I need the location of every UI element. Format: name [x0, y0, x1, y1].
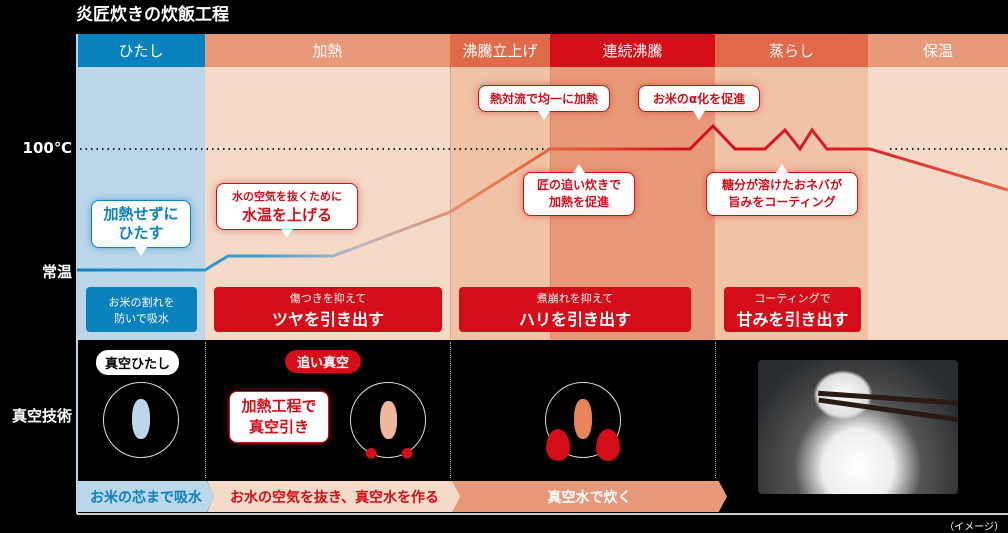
col-keep-warm: [868, 67, 1008, 340]
cooked-rice-photo: [758, 360, 958, 494]
effect-small: お米の割れを: [108, 295, 175, 309]
effect-large: 防いで吸水: [114, 311, 169, 325]
label-100c: 100℃: [22, 139, 72, 157]
image-note: （イメージ）: [944, 522, 1004, 533]
rice-grain-icon: [132, 399, 150, 439]
band-degas: お水の空気を抜き、真空水を作る: [207, 481, 462, 512]
bubble-soak: 加熱せずに ひたす: [91, 200, 191, 256]
effect-small: コーティングで: [754, 291, 831, 305]
bottom-rule: [77, 513, 1008, 515]
bubble-alpha: お米のα化を促進: [638, 85, 760, 120]
rice-grain-icon: [380, 401, 397, 439]
divider: [715, 342, 716, 478]
divider: [450, 342, 451, 478]
divider: [205, 342, 206, 478]
effect-small: 煮崩れを抑えて: [536, 291, 614, 305]
temperature-curve: [77, 123, 1008, 272]
effect-box-sweetness: コーティングで甘みを引き出す: [724, 287, 861, 332]
tag-chase-vacuum: 追い真空: [285, 350, 362, 373]
effect-large: ハリを引き出す: [518, 309, 631, 329]
chase-vacuum-icon: ●●: [350, 382, 426, 461]
vacuum-cook-icon: [545, 382, 621, 461]
rice-grain-icon: [574, 399, 592, 439]
effect-large: 甘みを引き出す: [736, 309, 849, 329]
axis-line: [76, 34, 78, 514]
phase-keep-warm: 保温: [868, 34, 1008, 67]
bubble-oidaki: 匠の追い炊きで 加熱を促進: [523, 164, 635, 216]
effect-box-gloss: 傷つきを抑えてツヤを引き出す: [214, 287, 442, 332]
page-title: 炎匠炊きの炊飯工程: [76, 5, 229, 25]
effect-small: 傷つきを抑えて: [289, 291, 367, 305]
phase-boil-rise: 沸騰立上げ: [450, 34, 550, 67]
vacuum-soak-icon: [103, 382, 179, 458]
bubble-heat: 水の空気を抜くために水温を上げる: [216, 183, 358, 238]
flame-icon: [596, 429, 620, 461]
flame-icon: ●: [401, 445, 414, 461]
bubble-convection: 熱対流で均一に加熱: [478, 85, 610, 120]
phase-steam: 蒸らし: [715, 34, 868, 67]
bubble-heat-small: 水の空気を抜くために: [232, 190, 342, 203]
flame-icon: [546, 429, 570, 461]
effect-large: ツヤを引き出す: [271, 309, 384, 329]
bubble-chase-vacuum: 加熱工程で 真空引き: [229, 391, 329, 443]
flame-icon: ●: [365, 445, 378, 461]
band-absorb: お米の芯まで吸水: [77, 481, 215, 512]
tag-vacuum-soak: 真空ひたし: [96, 350, 180, 375]
effect-box-firmness: 煮崩れを抑えてハリを引き出す: [459, 287, 691, 332]
bubble-coating: 糖分が溶けたおネバが 旨みをコーティング: [706, 164, 858, 216]
phase-heat: 加熱: [205, 34, 450, 67]
band-vacuum-cook: 真空水で炊く: [452, 481, 727, 512]
phase-soak: ひたし: [77, 34, 205, 67]
phase-continuous-boil: 連続沸騰: [550, 34, 715, 67]
label-vacuum-tech: 真空技術: [11, 407, 72, 425]
effect-box-soak: お米の割れを防いで吸水: [86, 287, 197, 332]
label-room-temp: 常温: [41, 263, 72, 281]
bubble-heat-large: 水温を上げる: [241, 206, 332, 224]
